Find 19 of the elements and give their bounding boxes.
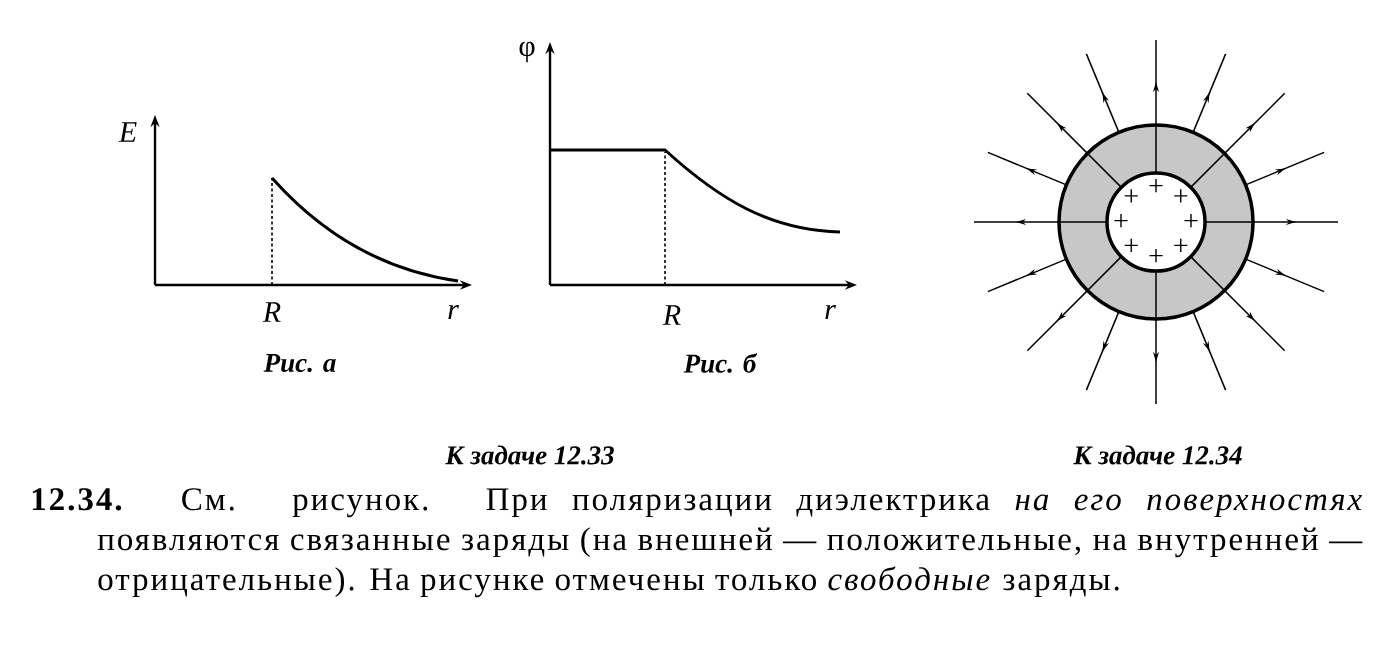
- figure-caption: Рис. а: [263, 353, 336, 372]
- figure-caption: К задаче 12.33: [445, 445, 614, 465]
- paragraph: 12.34. См. рисунок. При поляризации диэлектрика на его поверхностях появляются связанные заряды (на внешней — положительные, на внутренней — отрицательные). На рисунке отмечены только свободные заряды.: [32, 488, 1363, 598]
- plus-sign: +: [1114, 214, 1128, 228]
- plus-sign: +: [1184, 214, 1198, 228]
- plus-sign: +: [1149, 249, 1163, 263]
- plus-sign: +: [1174, 238, 1188, 252]
- axis-label: r: [825, 304, 836, 320]
- axis-label: φ: [519, 41, 535, 63]
- axis-label: E: [118, 122, 137, 142]
- plus-sign: +: [1174, 189, 1188, 203]
- plus-sign: +: [1124, 238, 1138, 252]
- axis-label: r: [448, 304, 459, 320]
- axis-label: R: [662, 305, 681, 325]
- axis-label: R: [262, 302, 281, 322]
- plus-sign: +: [1149, 179, 1163, 193]
- figure-caption: К задаче 12.34: [1073, 445, 1242, 465]
- plus-sign: +: [1124, 189, 1138, 203]
- figure-caption: Рис. б: [683, 353, 758, 373]
